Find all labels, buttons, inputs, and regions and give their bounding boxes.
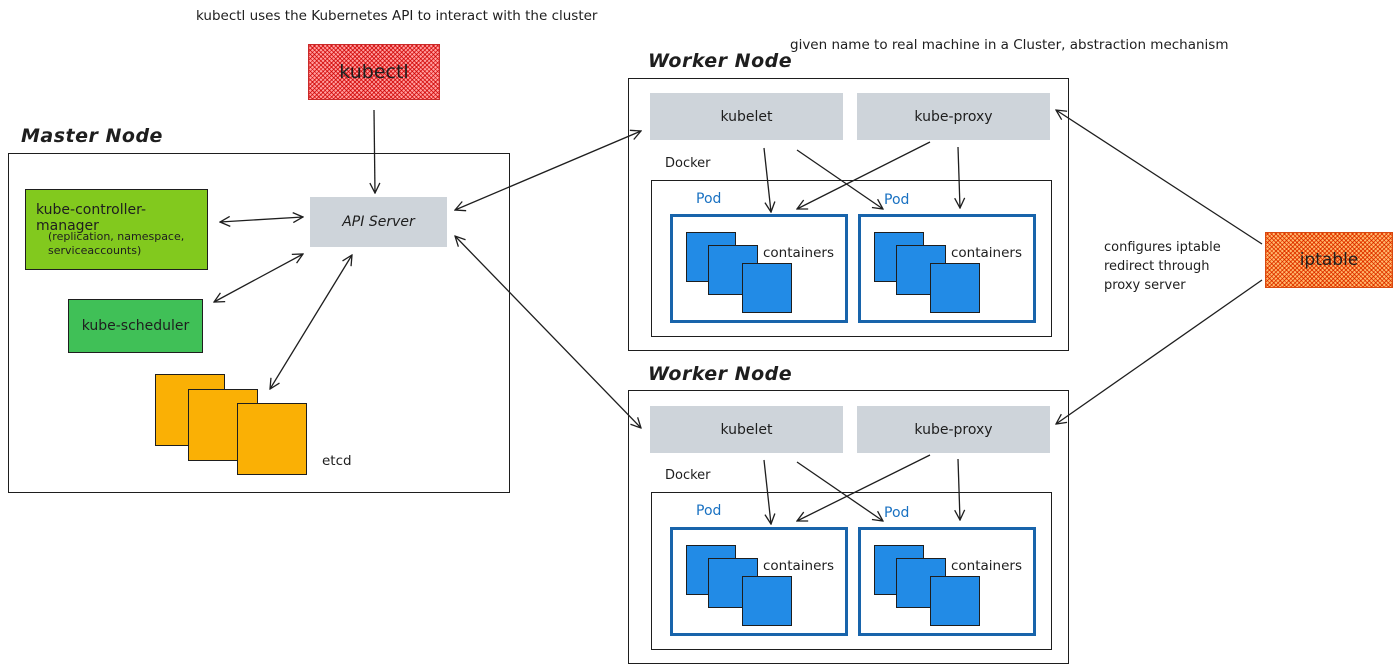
arrow-api-worker-2 bbox=[455, 236, 641, 428]
container-square bbox=[930, 576, 980, 626]
arrow-w1-kubelet-pod2 bbox=[796, 149, 883, 209]
worker-2-pod-1[interactable]: containers bbox=[670, 527, 848, 636]
arrow-scheduler-api bbox=[214, 254, 303, 302]
kubectl-box[interactable]: kubectl bbox=[308, 44, 440, 100]
kube-controller-manager-detail-1: (replication, namespace, bbox=[48, 230, 185, 243]
arrow-kubectl-api bbox=[374, 109, 375, 193]
container-square bbox=[742, 576, 792, 626]
arrow-w1-proxy-pod2 bbox=[958, 146, 960, 208]
arrow-w2-proxy-pod1 bbox=[797, 454, 931, 521]
kube-controller-manager-box[interactable]: kube-controller-manager (replication, na… bbox=[25, 189, 208, 270]
container-square bbox=[742, 263, 792, 313]
arrow-w1-proxy-pod1 bbox=[797, 141, 931, 209]
worker-2-kube-proxy-box[interactable]: kube-proxy bbox=[857, 406, 1050, 453]
worker-2-kubelet-label: kubelet bbox=[720, 421, 773, 438]
kubectl-label: kubectl bbox=[339, 61, 409, 83]
worker-1-pod-1[interactable]: containers bbox=[670, 214, 848, 323]
arrow-iptable-proxy-2 bbox=[1056, 279, 1263, 424]
worker-1-kube-proxy-label: kube-proxy bbox=[914, 108, 993, 125]
arrow-w2-proxy-pod2 bbox=[958, 458, 960, 520]
kubectl-note: kubectl uses the Kubernetes API to inter… bbox=[196, 8, 598, 24]
worker-1-docker-label: Docker bbox=[665, 156, 711, 171]
worker-node-2-frame bbox=[628, 390, 1069, 664]
worker-2-pod-2-label: Pod bbox=[884, 505, 910, 521]
api-server-box[interactable]: API Server bbox=[310, 197, 447, 247]
iptable-box[interactable]: iptable bbox=[1265, 232, 1393, 288]
arrow-w2-kubelet-pod2 bbox=[796, 461, 883, 521]
kube-scheduler-box[interactable]: kube-scheduler bbox=[68, 299, 203, 353]
worker-1-pod-2-containers-label: containers bbox=[951, 245, 1023, 261]
worker-1-pod-2-label: Pod bbox=[884, 192, 910, 208]
worker-1-kubelet-box[interactable]: kubelet bbox=[650, 93, 843, 140]
worker-2-pod-1-label: Pod bbox=[696, 503, 722, 519]
worker-1-pod-1-label: Pod bbox=[696, 191, 722, 207]
worker-node-note: given name to real machine in a Cluster,… bbox=[790, 37, 1229, 53]
kube-controller-manager-label: kube-controller-manager bbox=[36, 202, 147, 234]
worker-2-docker-label: Docker bbox=[665, 468, 711, 483]
api-server-label: API Server bbox=[342, 214, 415, 230]
etcd-square-3 bbox=[237, 403, 307, 475]
container-square bbox=[930, 263, 980, 313]
worker-1-pod-2[interactable]: containers bbox=[858, 214, 1036, 323]
iptable-note-3: proxy server bbox=[1104, 278, 1186, 293]
worker-1-kubelet-label: kubelet bbox=[720, 108, 773, 125]
worker-2-pod-2-containers-label: containers bbox=[951, 558, 1023, 574]
worker-2-pod-2[interactable]: containers bbox=[858, 527, 1036, 636]
master-node-title: Master Node bbox=[21, 125, 163, 147]
worker-node-1-title: Worker Node bbox=[648, 50, 793, 72]
kube-scheduler-label: kube-scheduler bbox=[81, 318, 190, 334]
iptable-label: iptable bbox=[1299, 250, 1359, 270]
arrow-w1-kubelet-pod1 bbox=[763, 147, 771, 212]
arrow-etcd-api bbox=[270, 255, 352, 389]
iptable-note-1: configures iptable bbox=[1104, 240, 1221, 255]
worker-node-2-title: Worker Node bbox=[648, 363, 793, 385]
worker-2-docker-frame bbox=[651, 492, 1052, 650]
worker-1-kube-proxy-box[interactable]: kube-proxy bbox=[857, 93, 1050, 140]
kube-controller-manager-detail-2: serviceaccounts) bbox=[48, 244, 142, 257]
worker-2-kubelet-box[interactable]: kubelet bbox=[650, 406, 843, 453]
worker-2-kube-proxy-label: kube-proxy bbox=[914, 421, 993, 438]
arrow-iptable-proxy-1 bbox=[1056, 110, 1263, 245]
arrow-api-worker-1 bbox=[455, 131, 641, 210]
arrow-controller-api bbox=[220, 217, 303, 222]
iptable-note-2: redirect through bbox=[1104, 259, 1210, 274]
arrow-w2-kubelet-pod1 bbox=[763, 459, 771, 524]
etcd-label: etcd bbox=[322, 453, 352, 469]
worker-2-pod-1-containers-label: containers bbox=[763, 558, 835, 574]
worker-1-pod-1-containers-label: containers bbox=[763, 245, 835, 261]
worker-1-docker-frame bbox=[651, 180, 1052, 337]
worker-node-1-frame bbox=[628, 78, 1069, 351]
